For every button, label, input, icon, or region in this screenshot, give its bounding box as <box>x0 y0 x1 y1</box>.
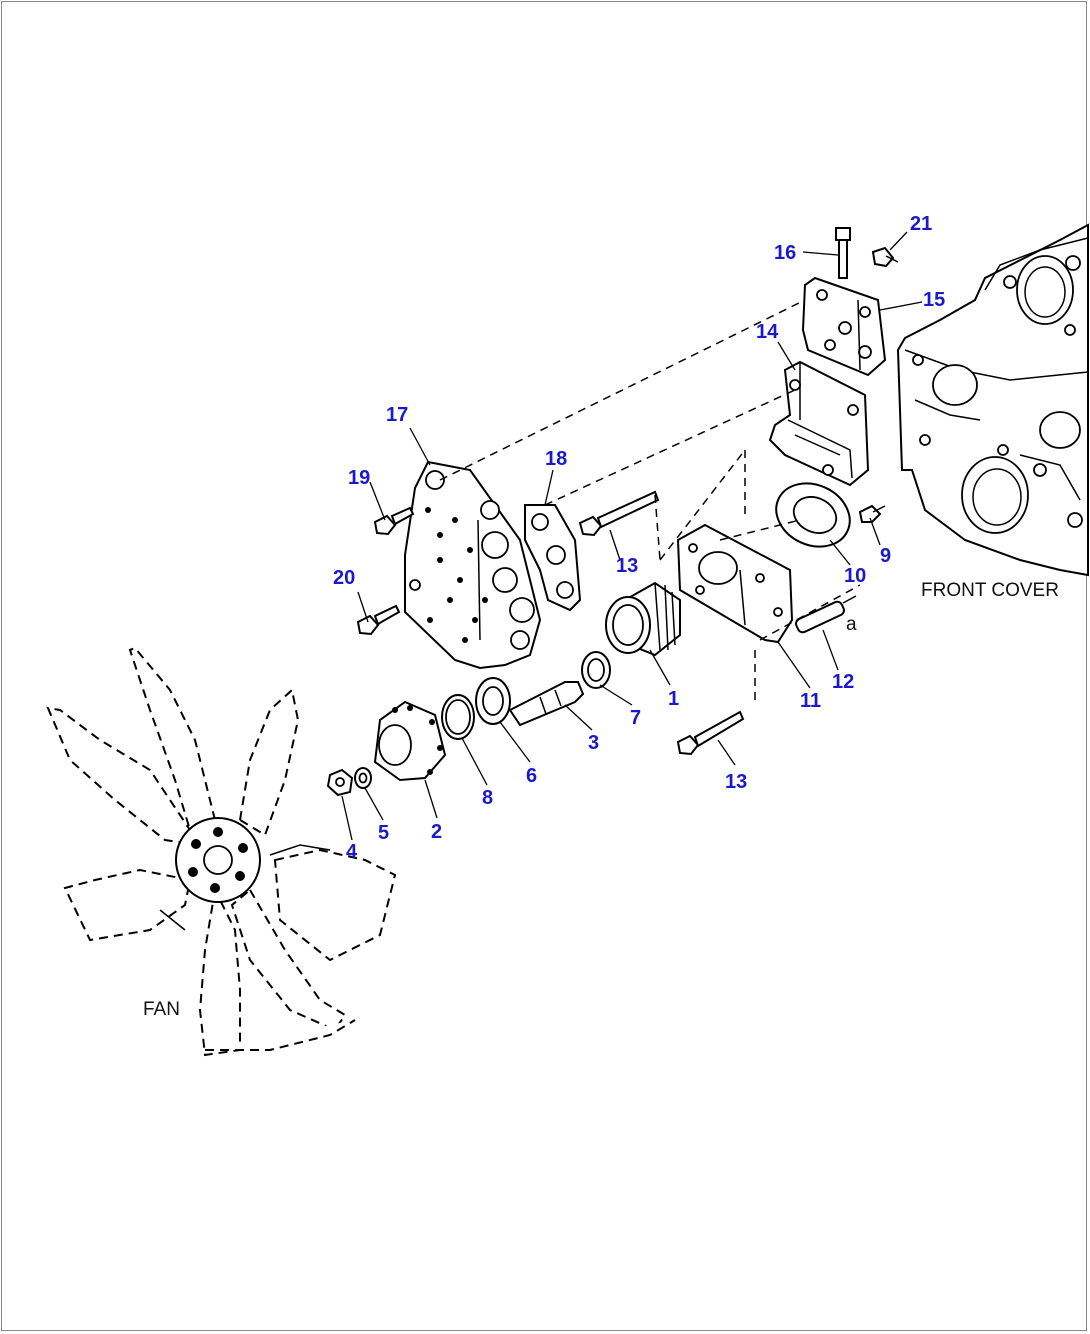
part-20-bolt <box>356 604 401 636</box>
part-17-plate <box>404 460 542 670</box>
callout-12: 12 <box>832 671 854 693</box>
callout-9: 9 <box>880 545 891 567</box>
leader-lines <box>341 231 923 841</box>
callout-13-lower: 13 <box>725 771 747 793</box>
callout-1: 1 <box>668 688 679 710</box>
part-5-washer <box>354 767 372 789</box>
point-a-label: a <box>846 614 857 635</box>
callout-13-upper: 13 <box>616 555 638 577</box>
callout-17: 17 <box>386 404 408 426</box>
part-3-shaft <box>508 681 585 727</box>
part-19-bolt <box>373 506 415 536</box>
callout-10: 10 <box>844 565 866 587</box>
callout-21: 21 <box>910 213 932 235</box>
callout-18: 18 <box>545 448 567 470</box>
callout-11: 11 <box>800 690 821 712</box>
part-13-upper-bolt <box>578 490 660 537</box>
callout-6: 6 <box>526 765 537 787</box>
part-18-gasket <box>524 504 582 612</box>
part-14-bracket <box>768 360 870 487</box>
callouts: 1 2 3 4 5 6 7 8 9 10 11 12 13 13 14 15 1… <box>333 213 945 863</box>
part-16-bolt <box>835 227 851 279</box>
part-13-lower-bolt <box>676 710 745 756</box>
part-9-bolt <box>858 504 886 523</box>
part-2-hub <box>373 700 447 782</box>
part-21-nut <box>871 246 899 268</box>
front-cover-part <box>896 223 1089 577</box>
callout-15: 15 <box>923 289 945 311</box>
callout-14: 14 <box>756 321 779 343</box>
part-12-pin <box>795 595 857 634</box>
callout-2: 2 <box>431 821 442 843</box>
part-6-bearing <box>475 677 511 725</box>
fan-part <box>46 646 397 1057</box>
callout-4: 4 <box>346 841 358 863</box>
part-11-housing <box>676 523 794 644</box>
callout-20: 20 <box>333 567 355 589</box>
part-7-bearing <box>581 651 611 689</box>
part-4-nut <box>326 768 354 797</box>
part-15-plate <box>801 276 887 377</box>
fan-label: FAN <box>143 999 180 1020</box>
callout-5: 5 <box>378 822 389 844</box>
callout-19: 19 <box>348 467 370 489</box>
alignment-lines <box>439 299 861 705</box>
part-1-pulley <box>605 581 681 657</box>
part-8-snapring <box>441 694 475 740</box>
callout-8: 8 <box>482 787 493 809</box>
callout-16: 16 <box>774 242 796 264</box>
callout-7: 7 <box>630 707 641 729</box>
callout-3: 3 <box>588 732 599 754</box>
front-cover-label: FRONT COVER <box>921 580 1059 601</box>
part-10-seal <box>775 482 851 548</box>
